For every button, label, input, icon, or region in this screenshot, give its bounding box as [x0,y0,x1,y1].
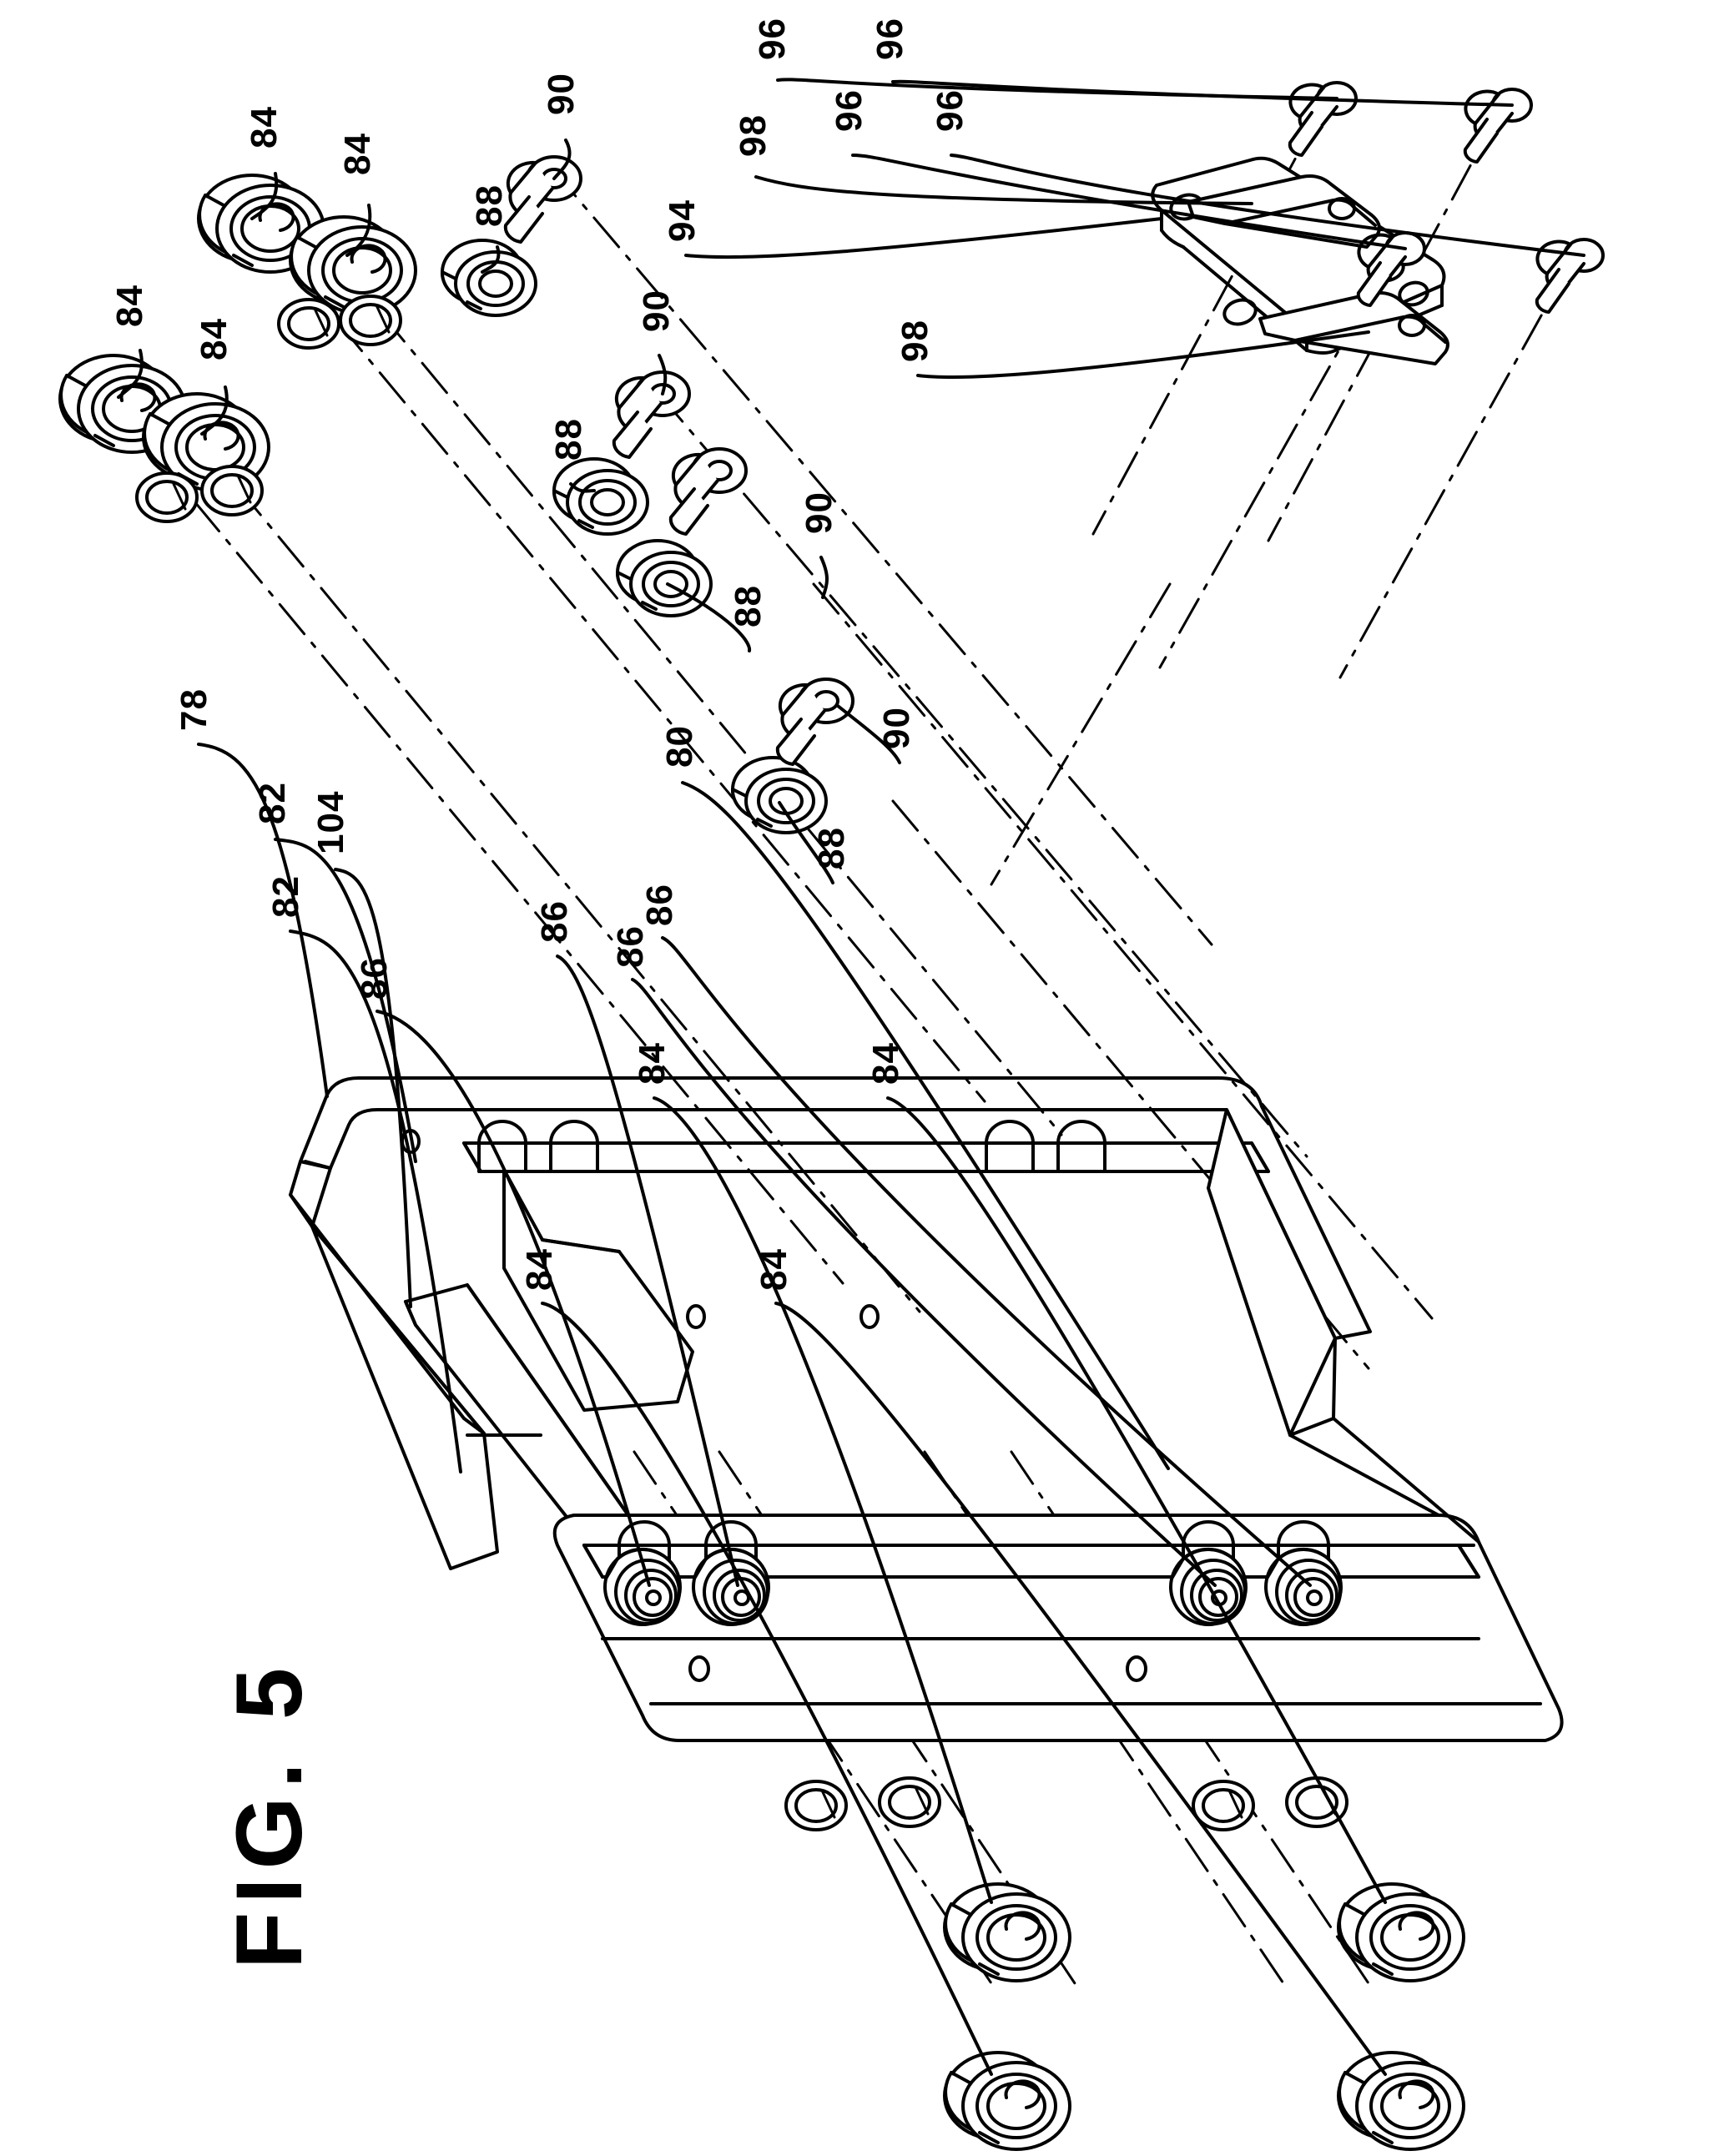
reference-numeral-80-r22: 80 [659,725,700,768]
reference-numeral-82-r19: 82 [252,782,293,824]
reference-numeral-86-r26: 86 [534,900,575,943]
reference-numeral-90-r14: 90 [636,290,677,332]
reference-numeral-96-r7: 96 [752,18,793,60]
reference-numeral-88-r17: 88 [728,585,769,627]
reference-numeral-90-r6: 90 [541,73,582,115]
reference-numeral-82-r21: 82 [265,875,306,918]
reference-numeral-88-r24: 88 [811,827,852,869]
reference-numeral-84-r31: 84 [519,1248,560,1291]
reference-numeral-86-r28: 86 [639,884,680,926]
reference-numeral-88-r5: 88 [469,184,510,227]
reference-numeral-104-r20: 104 [310,790,351,854]
reference-numeral-84-r2: 84 [337,133,378,175]
reference-numeral-96-r10: 96 [930,89,970,132]
reference-numeral-84-r4: 84 [194,318,234,360]
reference-numeral-96-r9: 96 [829,89,870,132]
reference-numeral-78-r18: 78 [174,688,214,731]
reference-numeral-98-r13: 98 [895,320,935,362]
reference-numeral-98-r11: 98 [733,114,774,157]
reference-numeral-86-r27: 86 [610,925,651,968]
reference-numeral-84-r3: 84 [109,285,150,327]
reference-numeral-96-r8: 96 [870,18,910,60]
figure-caption: FIG. 5 [217,1659,321,1969]
reference-numeral-90-r23: 90 [876,707,917,749]
reference-numeral-94-r12: 94 [662,199,703,242]
reference-numeral-90-r16: 90 [799,491,839,534]
reference-numeral-84-r32: 84 [754,1248,794,1291]
reference-numeral-88-r15: 88 [548,418,589,461]
reference-numeral-84-r30: 84 [865,1042,906,1085]
reference-numeral-84-r1: 84 [244,106,285,149]
reference-numeral-84-r29: 84 [632,1042,673,1085]
reference-numeral-86-r25: 86 [354,957,395,1000]
